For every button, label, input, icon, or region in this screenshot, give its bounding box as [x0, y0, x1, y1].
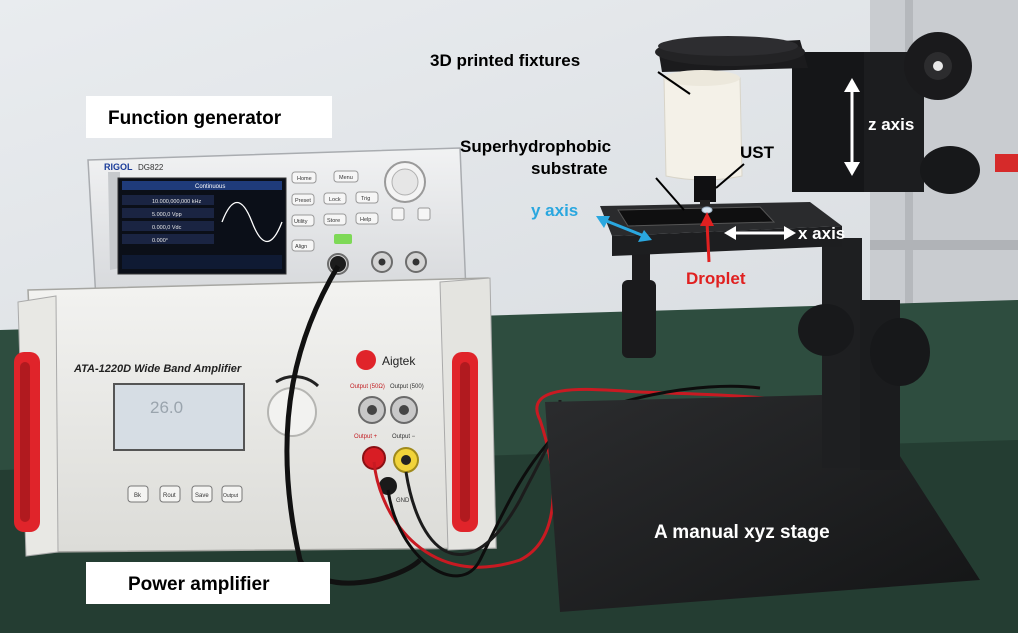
cable-bnc-black: [284, 264, 422, 586]
preset-button[interactable]: [291, 193, 315, 206]
ust-transducer: [694, 176, 716, 202]
label-manual-xyz-stage: A manual xyz stage: [654, 522, 830, 543]
label-ust: UST: [740, 143, 775, 162]
utility-button[interactable]: [291, 214, 315, 227]
svg-text:Store: Store: [327, 218, 340, 224]
svg-text:Trig: Trig: [361, 196, 370, 202]
output-500-label: Output (500): [390, 384, 424, 390]
amplifier-model: ATA-1220D Wide Band Amplifier: [73, 363, 242, 375]
label-substrate-line1: Superhydrophobic: [460, 137, 611, 156]
label-y-axis: y axis: [531, 201, 578, 220]
store-button[interactable]: [323, 213, 347, 226]
output-minus-label: Output −: [392, 434, 416, 440]
xyz-stage: [545, 32, 1018, 612]
svg-text:Align: Align: [295, 244, 307, 250]
lock-button[interactable]: [323, 192, 347, 205]
svg-text:Home: Home: [297, 176, 312, 182]
rout-button[interactable]: [159, 485, 181, 503]
svg-text:Bk: Bk: [134, 493, 142, 499]
amplifier-display-value: 26.0: [150, 398, 183, 417]
generator-buttons: Home Menu Preset Lock Trig Utility Store…: [291, 170, 379, 252]
label-x-axis: x axis: [798, 224, 845, 243]
cable-red: [372, 387, 869, 569]
droplet-arrow: [705, 221, 711, 263]
readout-frequency: 10.000,000,000 kHz: [152, 199, 201, 205]
x-axis-arrowhead-left: [724, 226, 736, 240]
svg-text:Help: Help: [360, 217, 371, 223]
svg-text:Output: Output: [223, 493, 239, 499]
x-knob[interactable]: [798, 304, 854, 356]
cable-black-2: [386, 384, 761, 578]
home-button[interactable]: [291, 171, 317, 184]
readout-phase: 0.000°: [152, 238, 168, 244]
save-button[interactable]: [191, 485, 213, 503]
channel-green-button[interactable]: [334, 234, 352, 244]
label-function-generator: Function generator: [108, 108, 282, 129]
generator-model: DG822: [138, 163, 164, 172]
output-button[interactable]: [221, 485, 243, 503]
pointer-ust: [715, 163, 745, 189]
generator-brand: RIGOL: [104, 162, 133, 172]
svg-text:Rout: Rout: [163, 493, 176, 499]
pointer-fixtures: [657, 71, 691, 95]
y-axis-arrow: [603, 218, 645, 238]
3d-printed-fixture: [663, 70, 743, 206]
x-axis-arrowhead-right: [784, 226, 796, 240]
svg-text:Utility: Utility: [294, 219, 308, 225]
amplifier-brand: Aigtek: [382, 354, 416, 368]
label-substrate-line2: substrate: [531, 159, 608, 178]
amplifier-screen: [113, 383, 245, 451]
pointer-substrate: [655, 177, 685, 211]
arrow-left-button[interactable]: [391, 207, 405, 221]
label-z-axis: z axis: [868, 115, 914, 134]
superhydrophobic-substrate: [617, 206, 776, 227]
trig-button[interactable]: [355, 191, 379, 204]
y-axis-arrowhead-right: [638, 230, 652, 242]
readout-amplitude: 5.000,0 Vpp: [152, 212, 182, 218]
terminal-black-plug[interactable]: [379, 477, 397, 495]
function-generator: RIGOL DG822 Continuous 10.000,000,000 kH…: [87, 147, 467, 301]
sine-wave-icon: [221, 202, 283, 242]
help-button[interactable]: [355, 212, 379, 225]
y-knob[interactable]: [622, 280, 656, 358]
align-button[interactable]: [291, 239, 315, 252]
amplifier-buttons: Bk Rout Save Output: [127, 485, 243, 503]
generator-mode: Continuous: [195, 184, 225, 190]
gnd-label: GND: [396, 498, 410, 504]
z-axis-arrowhead-bottom: [844, 162, 860, 176]
label-droplet: Droplet: [686, 269, 746, 288]
output-plus-label: Output +: [354, 434, 378, 440]
bk-button[interactable]: [127, 485, 149, 503]
generator-readouts: 10.000,000,000 kHz 5.000,0 Vpp 0.000,0 V…: [122, 195, 214, 244]
power-amplifier: ATA-1220D Wide Band Amplifier Aigtek 26.…: [14, 277, 497, 557]
droplet-arrowhead: [700, 212, 714, 226]
label-box-power-amplifier: [86, 562, 330, 604]
svg-text:Lock: Lock: [329, 197, 341, 203]
output-50-label: Output (50Ω): [350, 384, 385, 390]
svg-text:Preset: Preset: [295, 198, 311, 204]
label-box-function-generator: [86, 96, 332, 138]
svg-text:Save: Save: [195, 493, 209, 499]
menu-button[interactable]: [333, 170, 359, 183]
y-axis-arrowhead-left: [596, 216, 610, 228]
readout-offset: 0.000,0 Vdc: [152, 225, 182, 231]
z-axis-arrowhead-top: [844, 78, 860, 92]
aigtek-logo-icon: [356, 350, 376, 370]
shelf-bar: [870, 240, 1018, 250]
arrow-right-button[interactable]: [417, 207, 431, 221]
label-power-amplifier: Power amplifier: [128, 574, 270, 595]
label-3d-printed-fixtures: 3D printed fixtures: [430, 51, 580, 70]
svg-text:Menu: Menu: [339, 175, 353, 181]
